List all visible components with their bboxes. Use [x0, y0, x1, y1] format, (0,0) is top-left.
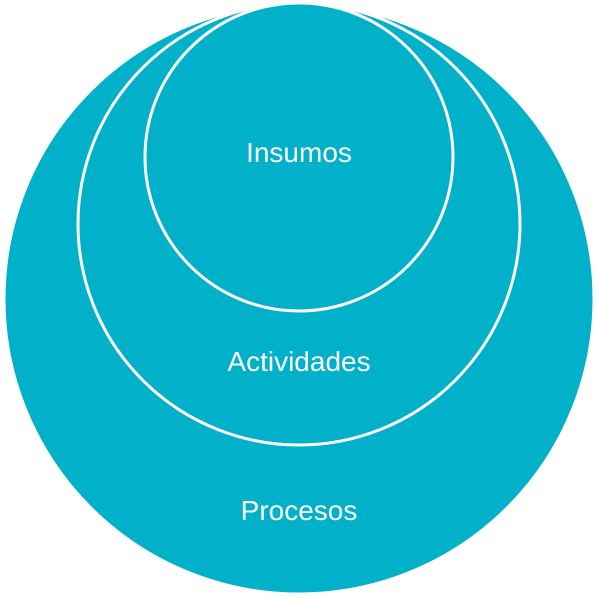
actividades-label: Actividades: [227, 346, 370, 377]
insumos-label: Insumos: [246, 137, 352, 168]
procesos-label: Procesos: [241, 495, 358, 526]
insumos-circle: [143, 1, 455, 313]
